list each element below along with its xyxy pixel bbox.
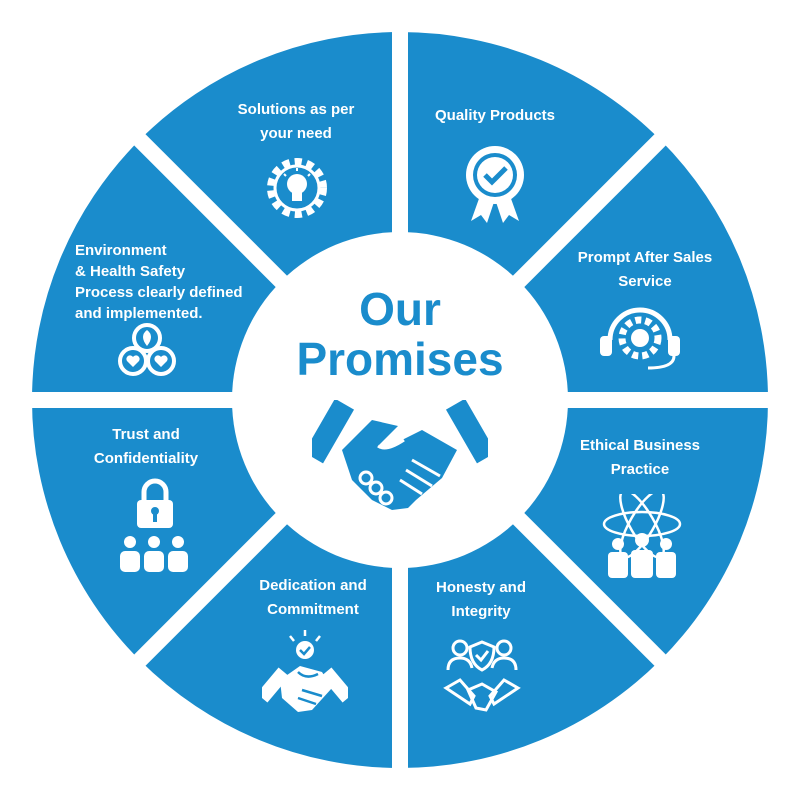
segment-honesty	[400, 506, 661, 768]
segment-quality	[400, 32, 661, 294]
award-badge-icon	[466, 146, 524, 223]
headset-gear-icon	[600, 307, 680, 370]
handshake-shield-icon	[443, 639, 521, 712]
segment-solutions	[139, 32, 400, 294]
segment-dedication	[139, 506, 400, 768]
center-circle	[232, 232, 568, 568]
handshake-icon	[312, 400, 488, 510]
segment-label-quality: Quality Products	[434, 107, 556, 124]
segment-trust	[32, 400, 294, 661]
lightbulb-gear-icon	[267, 158, 327, 218]
team-atom-icon	[602, 494, 682, 578]
people-icon	[120, 536, 188, 572]
segment-environment	[32, 139, 294, 400]
title-line-1: Our	[359, 283, 441, 335]
segment-ethical	[506, 400, 768, 661]
segment-after-sales	[506, 139, 768, 400]
handshake-check-icon	[262, 630, 348, 712]
eco-health-icon	[118, 323, 176, 376]
title-line-2: Promises	[296, 333, 504, 385]
lock-icon	[137, 478, 173, 528]
